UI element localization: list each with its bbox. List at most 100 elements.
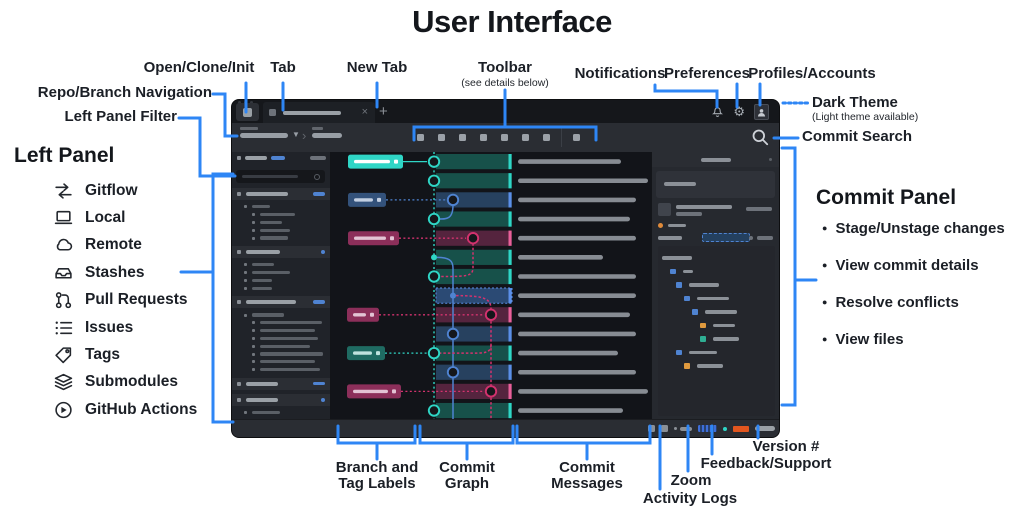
left-panel-item[interactable]	[232, 342, 330, 350]
left-panel-item[interactable]	[232, 284, 330, 292]
graph-row-band[interactable]	[436, 154, 512, 170]
notifications-bell-icon[interactable]	[711, 106, 724, 119]
commit-message-skeleton[interactable]	[518, 216, 630, 222]
commit-node[interactable]	[484, 385, 498, 398]
status-orange-badge[interactable]	[733, 425, 749, 432]
left-panel-item[interactable]	[232, 261, 330, 269]
graph-row-band[interactable]	[436, 345, 512, 361]
toolbar-button-1[interactable]	[417, 134, 424, 141]
chevron-down-icon[interactable]: ▼	[292, 130, 300, 139]
commit-node[interactable]	[466, 232, 480, 245]
preferences-gear-icon[interactable]: ⚙	[733, 104, 745, 120]
commit-message-skeleton[interactable]	[518, 274, 636, 279]
file-tree-row[interactable]	[662, 359, 771, 373]
feedback-support-button[interactable]	[698, 425, 717, 432]
commit-node[interactable]	[427, 155, 441, 168]
left-panel-section[interactable]	[232, 245, 330, 292]
commit-graph-pane[interactable]	[331, 152, 651, 420]
left-panel-filter-input[interactable]	[236, 170, 325, 183]
left-panel-item[interactable]	[232, 350, 330, 358]
left-panel-section[interactable]	[232, 377, 330, 390]
stage-all-button[interactable]	[702, 233, 750, 242]
commit-message-skeleton[interactable]	[518, 293, 636, 298]
repo-tab[interactable]: ×	[263, 102, 375, 123]
open-clone-init-button[interactable]	[236, 103, 259, 121]
commit-node[interactable]	[484, 308, 498, 321]
graph-row-band[interactable]	[435, 287, 513, 304]
toolbar-button-4[interactable]	[480, 134, 487, 141]
commit-node[interactable]	[427, 270, 441, 283]
graph-row-band[interactable]	[436, 268, 512, 285]
toolbar-button-3[interactable]	[459, 134, 466, 141]
file-tree-row[interactable]	[662, 292, 771, 306]
left-panel-item[interactable]	[232, 327, 330, 335]
file-tree-row[interactable]	[662, 251, 771, 265]
left-panel-wip-row[interactable]	[237, 156, 326, 160]
left-panel-item[interactable]	[232, 366, 330, 374]
activity-log-button-2[interactable]	[661, 425, 668, 432]
left-panel-item[interactable]	[232, 269, 330, 277]
commit-summary-input[interactable]	[656, 171, 775, 198]
file-tree-row[interactable]	[662, 305, 771, 319]
commit-message-skeleton[interactable]	[518, 255, 603, 260]
commit-node[interactable]	[446, 193, 460, 207]
left-panel-item[interactable]	[232, 219, 330, 227]
left-panel-item[interactable]	[232, 226, 330, 234]
commit-node[interactable]	[427, 346, 441, 360]
commit-message-skeleton[interactable]	[518, 331, 636, 337]
left-panel-item[interactable]	[232, 335, 330, 343]
commit-search-icon[interactable]	[751, 128, 770, 147]
file-tree-row[interactable]	[662, 346, 771, 360]
commit-node[interactable]	[427, 174, 441, 187]
activity-log-button[interactable]	[648, 425, 655, 432]
zoom-control[interactable]	[680, 426, 692, 431]
commit-message-skeleton[interactable]	[518, 197, 636, 203]
left-panel-section[interactable]	[232, 393, 330, 420]
commit-node[interactable]	[446, 366, 460, 379]
commit-node[interactable]	[427, 212, 441, 226]
commit-message-skeleton[interactable]	[518, 350, 618, 356]
left-panel-item[interactable]	[232, 409, 330, 417]
branch-name-skeleton[interactable]	[312, 133, 342, 138]
graph-row-band[interactable]	[436, 249, 512, 265]
unstaged-files-header[interactable]	[658, 223, 686, 228]
toolbar-button-2[interactable]	[438, 134, 445, 141]
graph-row-band[interactable]	[436, 402, 512, 419]
toolbar-button-8[interactable]	[573, 134, 580, 141]
graph-row-band[interactable]	[436, 383, 512, 399]
toolbar-button-6[interactable]	[522, 134, 529, 141]
commit-message-skeleton[interactable]	[518, 312, 630, 318]
commit-message-skeleton[interactable]	[518, 369, 636, 375]
commit-message-skeleton[interactable]	[518, 235, 636, 241]
left-panel-item[interactable]	[232, 311, 330, 319]
left-panel-item[interactable]	[232, 203, 330, 211]
file-tree-row[interactable]	[662, 319, 771, 333]
commit-message-skeleton[interactable]	[518, 408, 623, 413]
left-panel-item[interactable]	[232, 319, 330, 327]
commit-node[interactable]	[446, 327, 460, 341]
toolbar-button-7[interactable]	[543, 134, 550, 141]
commit-graph[interactable]	[331, 152, 651, 420]
graph-row-band[interactable]	[436, 307, 512, 323]
commit-panel-header[interactable]	[652, 152, 779, 167]
close-tab-icon[interactable]: ×	[361, 106, 368, 118]
commit-dot[interactable]	[431, 254, 437, 261]
commit-node[interactable]	[427, 404, 441, 417]
left-panel-item[interactable]	[232, 234, 330, 242]
commit-message-skeleton[interactable]	[518, 159, 621, 164]
toolbar-button-5[interactable]	[501, 134, 508, 141]
file-tree-row[interactable]	[662, 332, 771, 346]
left-panel-item[interactable]	[232, 358, 330, 366]
left-panel-section[interactable]	[232, 296, 330, 373]
file-tree-row[interactable]	[662, 265, 771, 279]
left-panel-item[interactable]	[232, 277, 330, 285]
graph-row-band[interactable]	[436, 173, 512, 189]
file-tree-row[interactable]	[662, 278, 771, 292]
commit-message-skeleton[interactable]	[518, 389, 648, 394]
commit-dot[interactable]	[450, 292, 456, 299]
new-tab-button[interactable]: +	[379, 103, 388, 120]
left-panel-section[interactable]	[232, 188, 330, 242]
left-panel-item[interactable]	[232, 211, 330, 219]
graph-row-band[interactable]	[436, 211, 512, 227]
repo-name-skeleton[interactable]	[240, 133, 288, 138]
